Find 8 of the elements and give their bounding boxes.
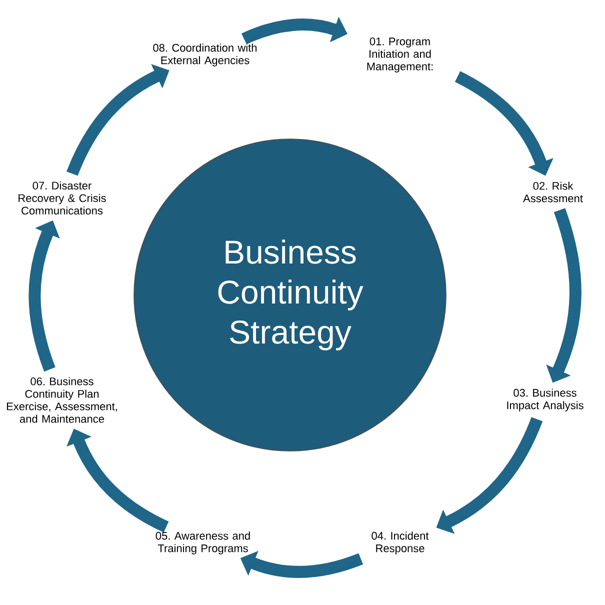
step-label: 03. Business Impact Analysis: [507, 388, 584, 412]
step-label: 01. Program Initiation and Management:: [367, 38, 433, 72]
step-label: 06. Business Continuity Plan Exercise, Assessment, and Maintenance: [6, 377, 117, 423]
step-label: 08. Coordination with External Agencies: [153, 44, 257, 66]
step-label: 02. Risk Assessment: [523, 182, 583, 202]
step-label: 07. Disaster Recovery & Crisis Communications: [18, 181, 106, 215]
step-label: 05. Awareness and Training Programs: [156, 532, 250, 554]
step-label: 04. Incident Response: [372, 532, 429, 554]
